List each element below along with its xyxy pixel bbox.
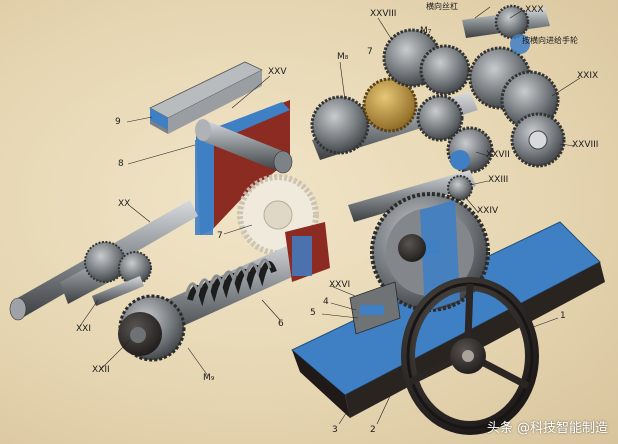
- label-xxiv: XXIV: [477, 206, 499, 216]
- worm-shaft-6: [140, 240, 312, 340]
- upper-gear-cluster: [310, 4, 566, 174]
- label-m9: M₉: [203, 373, 215, 383]
- label-xxvii: XXVII: [486, 150, 510, 160]
- parts-4-5: [349, 281, 401, 335]
- label-xxiii: XXIII: [488, 175, 509, 185]
- label-m8: M₈: [337, 52, 349, 62]
- label-xxx: XXX: [525, 5, 544, 15]
- label-5: 5: [310, 308, 316, 318]
- label-lead-screw: 横向丝杠: [426, 2, 458, 11]
- label-4: 4: [323, 297, 329, 307]
- label-9: 9: [115, 117, 121, 127]
- label-8: 8: [118, 159, 124, 169]
- label-xxv: XXV: [268, 67, 287, 77]
- label-xx: XX: [118, 199, 131, 209]
- shaft-xxi: [92, 276, 144, 306]
- label-6: 6: [278, 319, 284, 329]
- label-xxii: XXII: [92, 365, 110, 375]
- rack-9: [149, 61, 263, 134]
- shaft-8: [195, 119, 293, 174]
- label-3: 3: [332, 425, 338, 435]
- label-xxviii-right: XXVIII: [572, 140, 599, 150]
- gear-xx-a: [84, 241, 126, 283]
- label-1: 1: [560, 311, 566, 321]
- shaft-xxiii: [348, 170, 476, 222]
- watermark: 头条 @科技智能制造: [486, 421, 608, 436]
- label-7-mid: 7: [217, 231, 223, 241]
- label-xxvi: XXVI: [329, 280, 351, 290]
- handwheel-1: [401, 277, 539, 435]
- label-7-top: 7: [367, 47, 373, 57]
- label-xxi: XXI: [76, 324, 91, 334]
- label-m7: M₇: [420, 26, 432, 36]
- label-2: 2: [370, 425, 376, 435]
- leader-lines: [79, 6, 581, 425]
- label-handwheel-cn: 按横向进给手轮: [522, 36, 578, 45]
- label-xxix: XXIX: [577, 71, 599, 81]
- label-xxviii-top: XXVIII: [370, 9, 397, 19]
